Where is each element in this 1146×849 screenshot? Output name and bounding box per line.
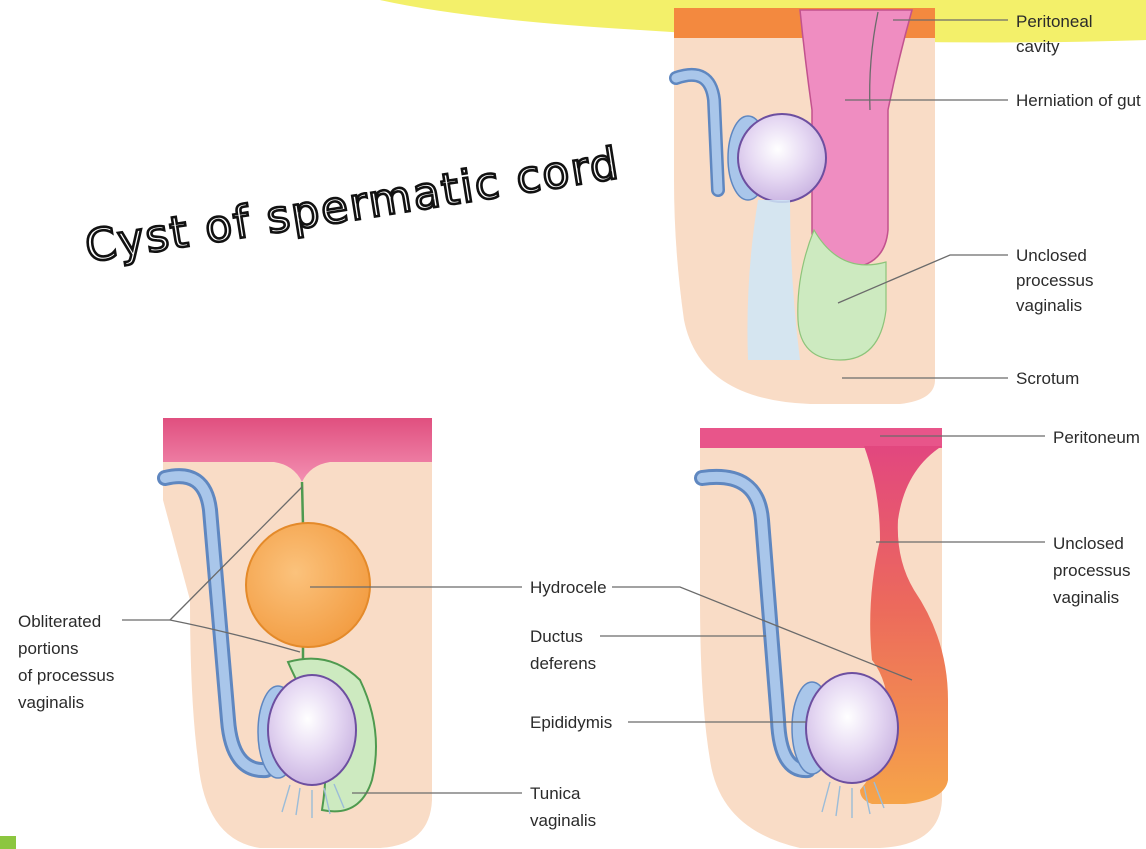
peritoneum-band-right [700, 428, 942, 448]
label-unclosed-top-2: processus [1016, 271, 1093, 290]
label-ductus-2: deferens [530, 654, 596, 673]
figure-hydrocele [700, 428, 948, 848]
label-peritoneum: Peritoneum [1053, 428, 1140, 447]
label-peritoneal-cavity-2: cavity [1016, 37, 1060, 56]
figure-inguinal-hernia [674, 8, 935, 404]
label-herniation-of-gut: Herniation of gut [1016, 91, 1141, 110]
label-obliterated-4: vaginalis [18, 693, 84, 712]
label-tunica-2: vaginalis [530, 811, 596, 830]
slide-corner-marker [0, 836, 16, 849]
label-obliterated-3: of processus [18, 666, 114, 685]
testis-top [738, 114, 826, 202]
label-epididymis: Epididymis [530, 713, 612, 732]
label-unclosed-top-3: vaginalis [1016, 296, 1082, 315]
handwritten-note: Cyst of spermatic cord [82, 138, 624, 273]
cyst-of-spermatic-cord [246, 523, 370, 647]
testis-right [806, 673, 898, 783]
obliterated-cord-left [302, 482, 303, 525]
label-unclosed-top-1: Unclosed [1016, 246, 1087, 265]
label-obliterated-2: portions [18, 639, 78, 658]
label-ductus-1: Ductus [530, 627, 583, 646]
label-hydrocele: Hydrocele [530, 578, 607, 597]
label-peritoneal-cavity: Peritoneal [1016, 12, 1093, 31]
label-unclosed-right-2: processus [1053, 561, 1130, 580]
testis-left [268, 675, 356, 785]
figure-cyst-of-spermatic-cord [163, 418, 432, 848]
label-unclosed-right-3: vaginalis [1053, 588, 1119, 607]
label-scrotum: Scrotum [1016, 369, 1079, 388]
label-tunica-1: Tunica [530, 784, 581, 803]
label-obliterated-1: Obliterated [18, 612, 101, 631]
label-unclosed-right-1: Unclosed [1053, 534, 1124, 553]
